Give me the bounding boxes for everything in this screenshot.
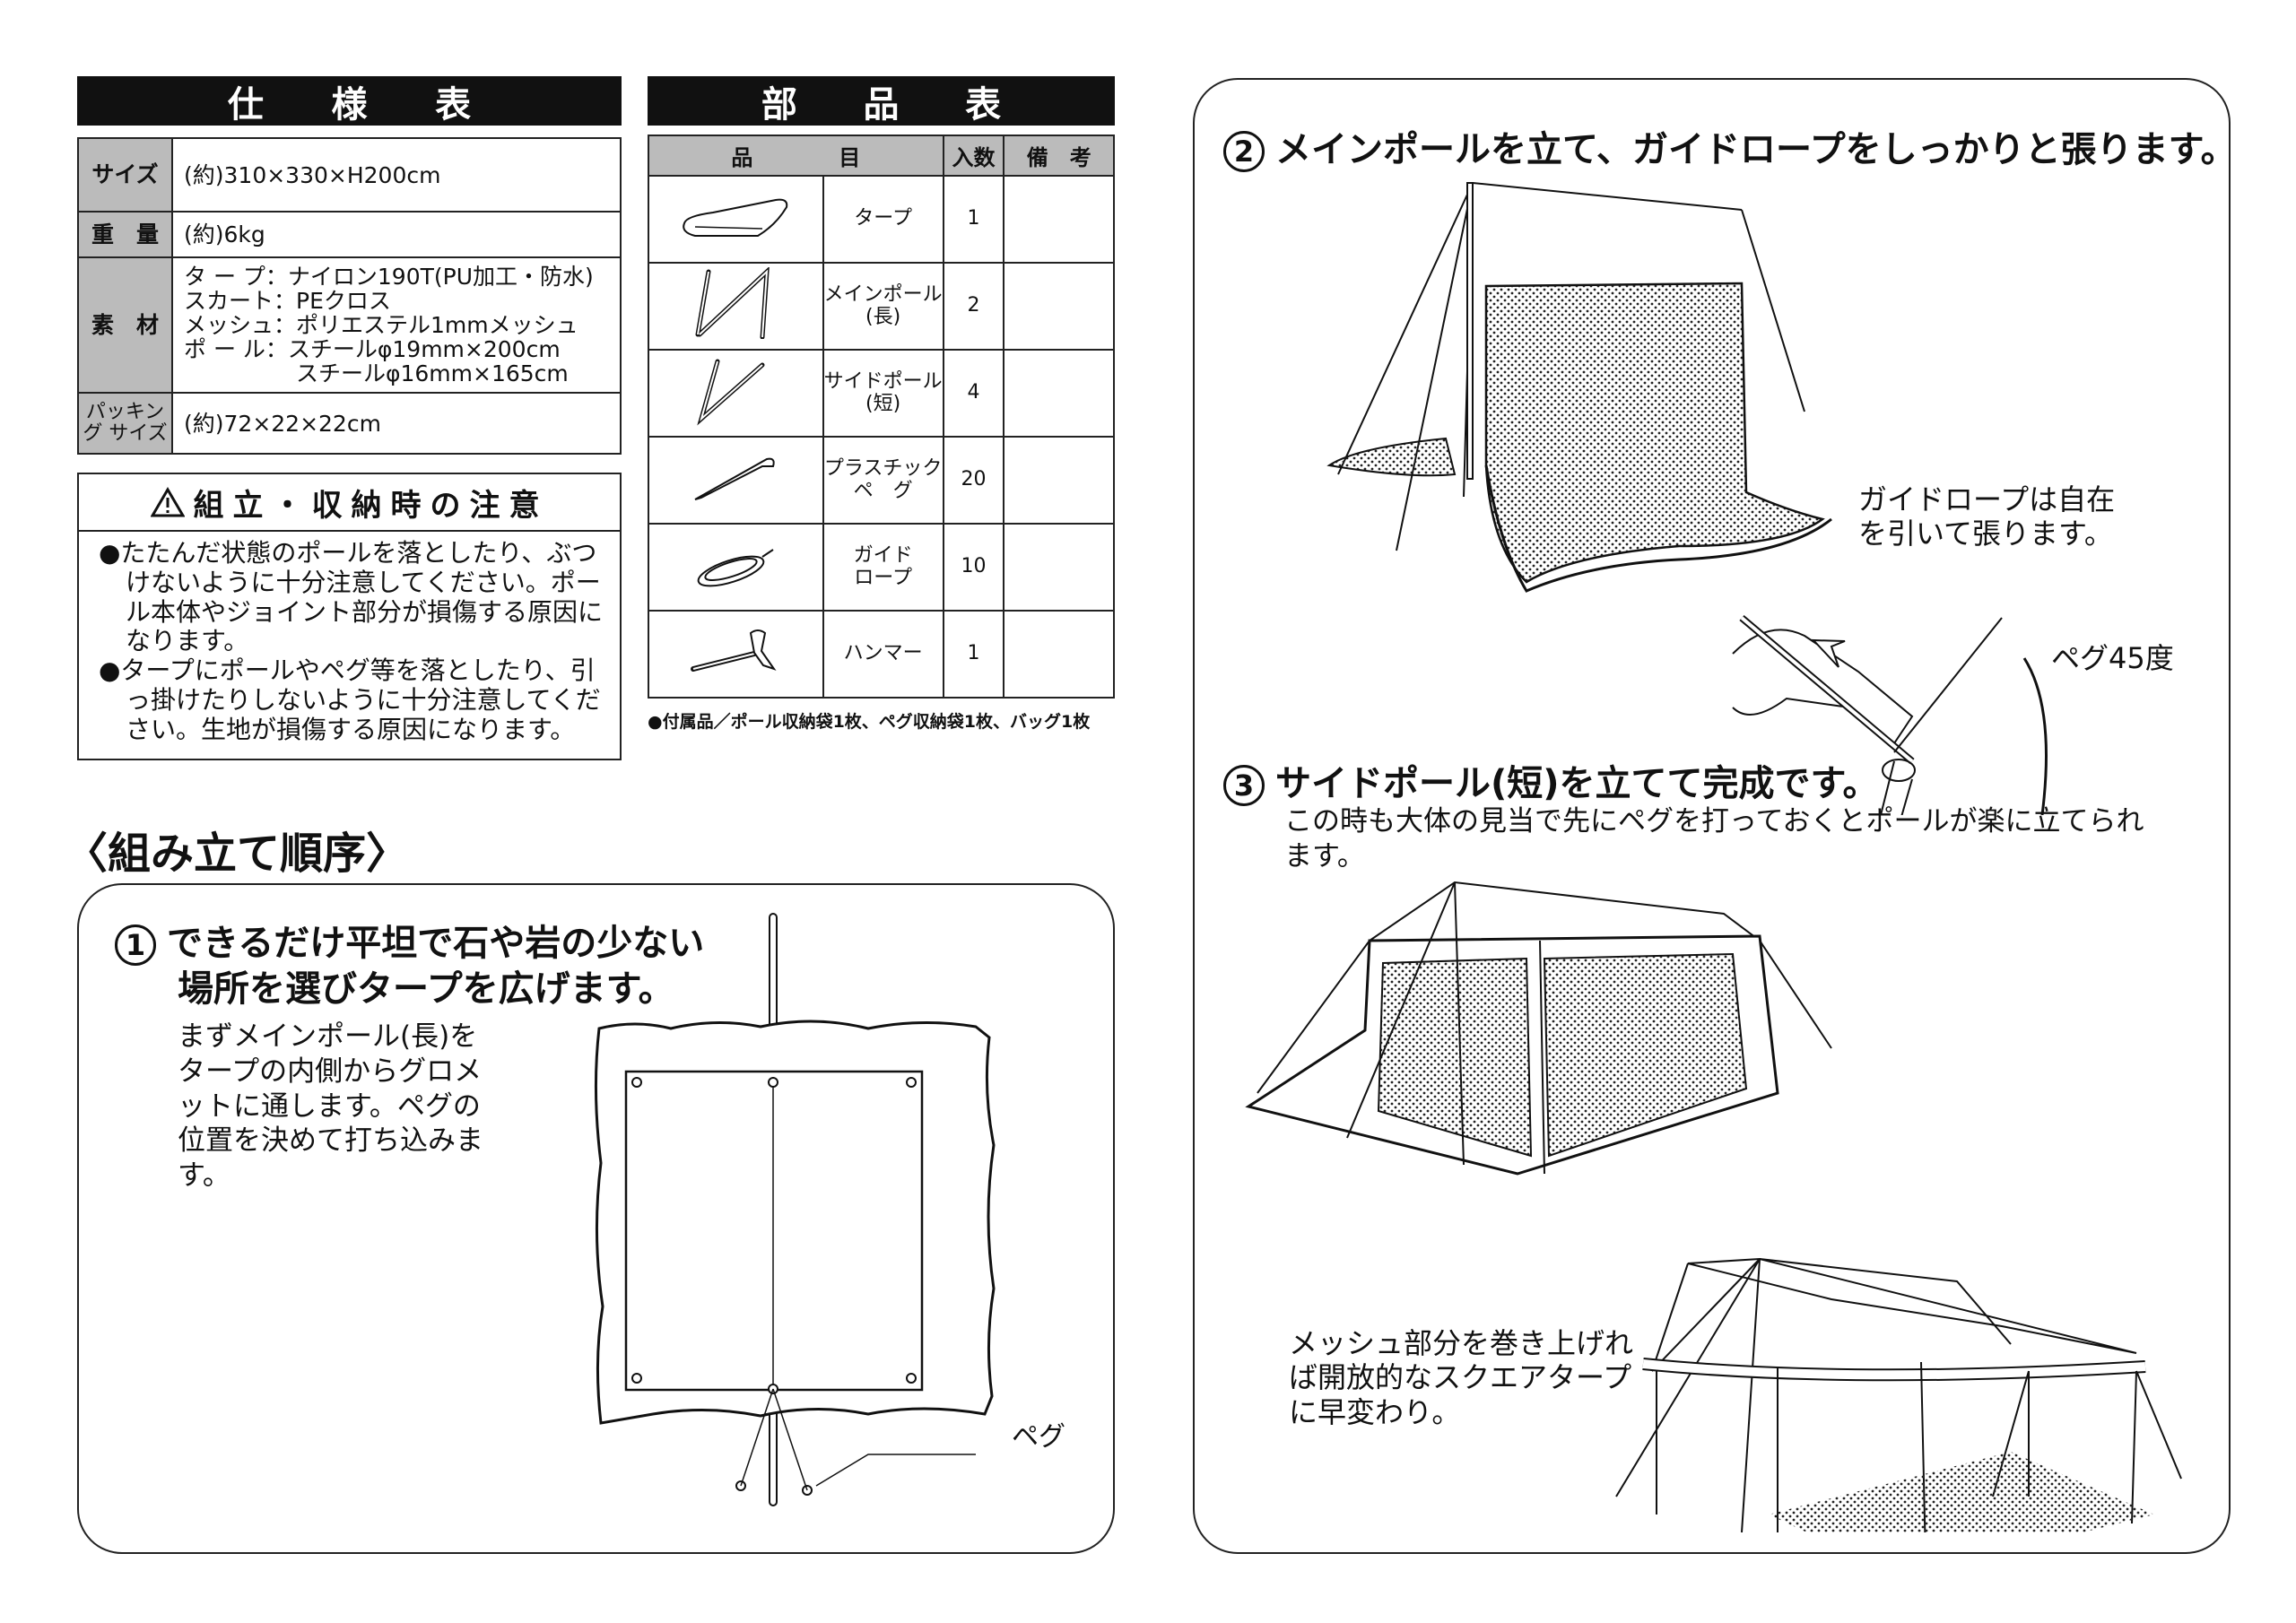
parts-title-char: 部 <box>761 83 797 126</box>
body-line: す。 <box>178 1159 230 1192</box>
completed-tarp-illustrations <box>1245 881 2182 1532</box>
table-row: メインポール (長)2 <box>648 262 1115 351</box>
step-number: 2 <box>1223 131 1265 172</box>
body-line: この時も大体の見当で先にペグを打っておくとポールが楽に立てられ <box>1284 805 2144 838</box>
body-line: 位置を決めて打ち込みま <box>178 1124 483 1158</box>
body-line: まずメインポール(長)を <box>178 1020 478 1053</box>
material-line: スカート：PEクロス <box>184 288 391 314</box>
peg-angle-label: ペグ45度 <box>2051 641 2174 675</box>
tarp-bag-icon <box>683 199 788 238</box>
part-note <box>1003 610 1115 699</box>
step1-title-line: 場所を選びタープを広げます。 <box>178 968 674 1011</box>
step1-title: 1 できるだけ平坦で石や岩の少ない場所を選びタープを広げます。 <box>115 921 704 1012</box>
part-qty: 1 <box>942 610 1005 699</box>
part-note <box>1003 175 1115 264</box>
header-item: 品 目 <box>648 135 944 177</box>
part-note <box>1003 349 1115 438</box>
material-line: スチールφ16mm×165cm <box>184 360 569 386</box>
spec-title-char: 様 <box>331 83 368 126</box>
body-line: ットに通します。ペグの <box>178 1089 481 1123</box>
note-line: に早変わり。 <box>1289 1394 1461 1429</box>
step1-body: まずメインポール(長)をタープの内側からグロメットに通します。ペグの位置を決めて… <box>178 1020 483 1193</box>
spec-label: 素 材 <box>77 256 173 394</box>
header-note: 備 考 <box>1003 135 1115 177</box>
side-pole-icon <box>697 359 765 426</box>
spec-table: サイズ(約)310×330×H200cm 重 量(約)6kg 素 材 タ ー プ… <box>77 137 622 455</box>
note-line: ば開放的なスクエアタープ <box>1289 1360 1632 1395</box>
step-number: 3 <box>1223 765 1265 806</box>
spec-value: (約)72×22×22cm <box>171 392 622 455</box>
step-number: 1 <box>115 924 156 966</box>
peg-icon <box>694 458 775 501</box>
note-line: を引いて張ります。 <box>1858 516 2113 551</box>
parts-footnote: ●付属品／ポール収納袋1枚、ペグ収納袋1枚、バッグ1枚 <box>648 712 1091 732</box>
rope-icon <box>697 549 774 587</box>
table-row: サイドポール (短)4 <box>648 349 1115 438</box>
step2-title-text: メインポールを立て、ガイドロープをしっかりと張ります。 <box>1275 129 2237 170</box>
material-line: メッシュ：ポリエステル1mmメッシュ <box>184 312 578 338</box>
spec-title-char: 仕 <box>227 83 264 126</box>
part-qty: 2 <box>942 262 1005 351</box>
part-name: サイドポール (短) <box>822 349 944 438</box>
part-name: メインポール (長) <box>822 262 944 351</box>
header-qty: 入数 <box>942 135 1005 177</box>
part-name: プラスチック ペ グ <box>822 436 944 525</box>
parts-title-char: 品 <box>863 83 900 126</box>
part-name: タープ <box>822 175 944 264</box>
step3-body: この時も大体の見当で先にペグを打っておくとポールが楽に立てられます。 <box>1284 804 2144 874</box>
step1-panel: 1 できるだけ平坦で石や岩の少ない場所を選びタープを広げます。 まずメインポール(… <box>77 883 1115 1554</box>
note-line: メッシュ部分を巻き上げれ <box>1289 1326 1634 1360</box>
material-line: タ ー プ：ナイロン190T(PU加工・防水) <box>184 264 594 290</box>
part-qty: 1 <box>942 175 1005 264</box>
caution-item: ●タープにポールやペグ等を落としたり、引っ掛けたりしないように十分注意してくださ… <box>99 655 601 744</box>
assembly-heading: 〈組み立て順序〉 <box>65 829 410 879</box>
part-name: ガイド ロープ <box>822 523 944 612</box>
parts-title-bar: 部品表 <box>648 76 1115 126</box>
caution-header: 組立・収納時の注意 <box>79 474 620 532</box>
part-qty: 4 <box>942 349 1005 438</box>
part-qty: 20 <box>942 436 1005 525</box>
part-qty: 10 <box>942 523 1005 612</box>
part-note <box>1003 262 1115 351</box>
body-line: ます。 <box>1284 839 1365 872</box>
part-note <box>1003 523 1115 612</box>
roll-up-note: メッシュ部分を巻き上げれば開放的なスクエアタープに早変わり。 <box>1289 1326 1633 1429</box>
peg-label: ペグ <box>1012 1421 1065 1453</box>
spec-label: 重 量 <box>77 211 173 258</box>
material-line: ポ ー ル：スチールφ19mm×200cm <box>184 336 561 362</box>
spec-label: サイズ <box>77 137 173 213</box>
main-pole-icon <box>695 266 770 340</box>
caution-title: 組立・収納時の注意 <box>193 487 549 524</box>
parts-title-char: 表 <box>965 83 1002 126</box>
part-note <box>1003 436 1115 525</box>
hammer-icon <box>691 629 777 673</box>
caution-item: ●たたんだ状態のポールを落としたり、ぶつけないように十分注意してください。ポール… <box>99 538 604 656</box>
spec-title-char: 表 <box>435 83 472 126</box>
warning-icon <box>150 487 185 517</box>
body-line: タープの内側からグロメ <box>178 1055 483 1088</box>
spec-label: パッキング サイズ <box>77 392 173 455</box>
note-line: ガイドロープは自在 <box>1858 482 2116 516</box>
step1-title-line: できるだけ平坦で石や岩の少ない <box>167 923 705 964</box>
spec-value-material: タ ー プ：ナイロン190T(PU加工・防水)スカート：PEクロスメッシュ：ポリ… <box>171 256 622 394</box>
caution-box: 組立・収納時の注意 ●たたんだ状態のポールを落としたり、ぶつけないように十分注意… <box>77 473 622 760</box>
part-name: ハンマー <box>822 610 944 699</box>
spec-title-bar: 仕様表 <box>77 76 622 126</box>
guide-rope-note: ガイドロープは自在を引いて張ります。 <box>1858 482 2116 551</box>
spec-value: (約)310×330×H200cm <box>171 137 622 213</box>
main-pole-illustration <box>1326 182 2048 815</box>
step3-title-text: サイドポール(短)を立てて完成です。 <box>1275 763 1879 804</box>
tarp-layout-illustration <box>594 913 996 1506</box>
spec-value: (約)6kg <box>171 211 622 258</box>
